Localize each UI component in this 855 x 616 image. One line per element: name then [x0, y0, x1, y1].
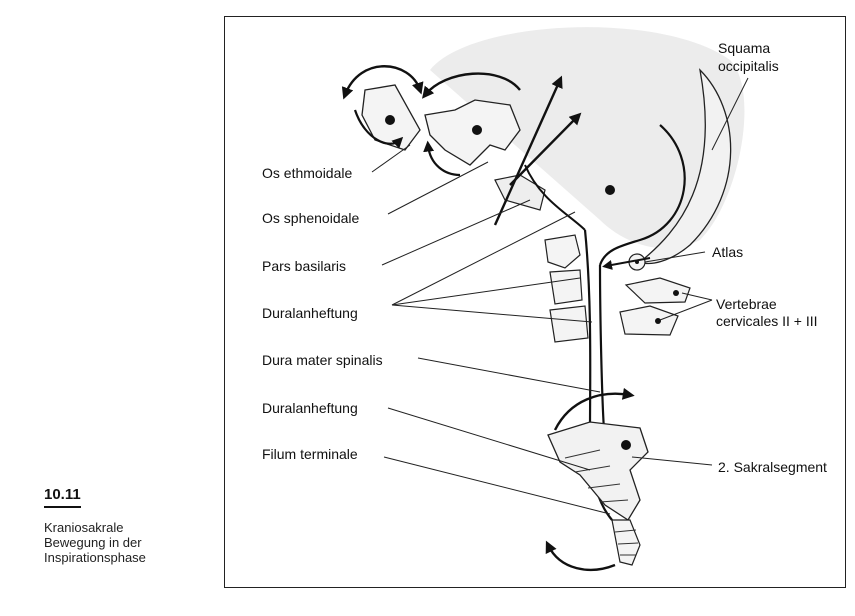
- label-sakralsegment: 2. Sakralsegment: [718, 459, 827, 475]
- coccyx-shape: [612, 520, 640, 565]
- label-vertebrae-line2: cervicales II + III: [716, 313, 818, 329]
- caption-line-3: Inspirationsphase: [44, 550, 214, 565]
- leader-sakralsegment: [632, 457, 712, 465]
- leader-pars-basilaris: [382, 200, 530, 265]
- leader-os-ethmoidale: [372, 145, 410, 172]
- occiput-center-dot: [605, 185, 615, 195]
- figure-number: 10.11: [44, 486, 81, 508]
- label-squama-line1: Squama: [718, 40, 770, 56]
- leader-dura-mater-spinalis: [418, 358, 600, 392]
- cervical-process-3: [620, 306, 678, 335]
- label-os-sphenoidale: Os sphenoidale: [262, 210, 359, 226]
- label-duralanheftung-lower: Duralanheftung: [262, 400, 358, 416]
- cervical-process-2: [626, 278, 690, 303]
- cervical-body-2: [550, 270, 582, 304]
- cervical-process-2-dot: [673, 290, 679, 296]
- cervical-body-1: [545, 235, 580, 268]
- cervical-body-3: [550, 306, 588, 342]
- label-squama-line2: occipitalis: [718, 58, 779, 74]
- coccyx-lower-arrow: [548, 545, 615, 570]
- sacrum-segment-dot: [621, 440, 631, 450]
- cervical-process-3-dot: [655, 318, 661, 324]
- label-atlas: Atlas: [712, 244, 743, 260]
- caption-line-1: Kraniosakrale: [44, 520, 214, 535]
- label-pars-basilaris: Pars basilaris: [262, 258, 346, 274]
- figure-caption: 10.11 Kraniosakrale Bewegung in der Insp…: [44, 486, 214, 565]
- label-dura-mater-spinalis: Dura mater spinalis: [262, 352, 383, 368]
- caption-line-2: Bewegung in der: [44, 535, 214, 550]
- sphenoid-bone-shape: [425, 100, 520, 165]
- leader-duralanheftung-b: [392, 278, 580, 305]
- ethmoid-center-dot: [385, 115, 395, 125]
- label-vertebrae-line1: Vertebrae: [716, 296, 777, 312]
- label-duralanheftung-upper: Duralanheftung: [262, 305, 358, 321]
- sphenoid-center-dot: [472, 125, 482, 135]
- leader-os-sphenoidale: [388, 162, 488, 214]
- label-os-ethmoidale: Os ethmoidale: [262, 165, 352, 181]
- label-filum-terminale: Filum terminale: [262, 446, 358, 462]
- sacrum-shape: [548, 422, 648, 520]
